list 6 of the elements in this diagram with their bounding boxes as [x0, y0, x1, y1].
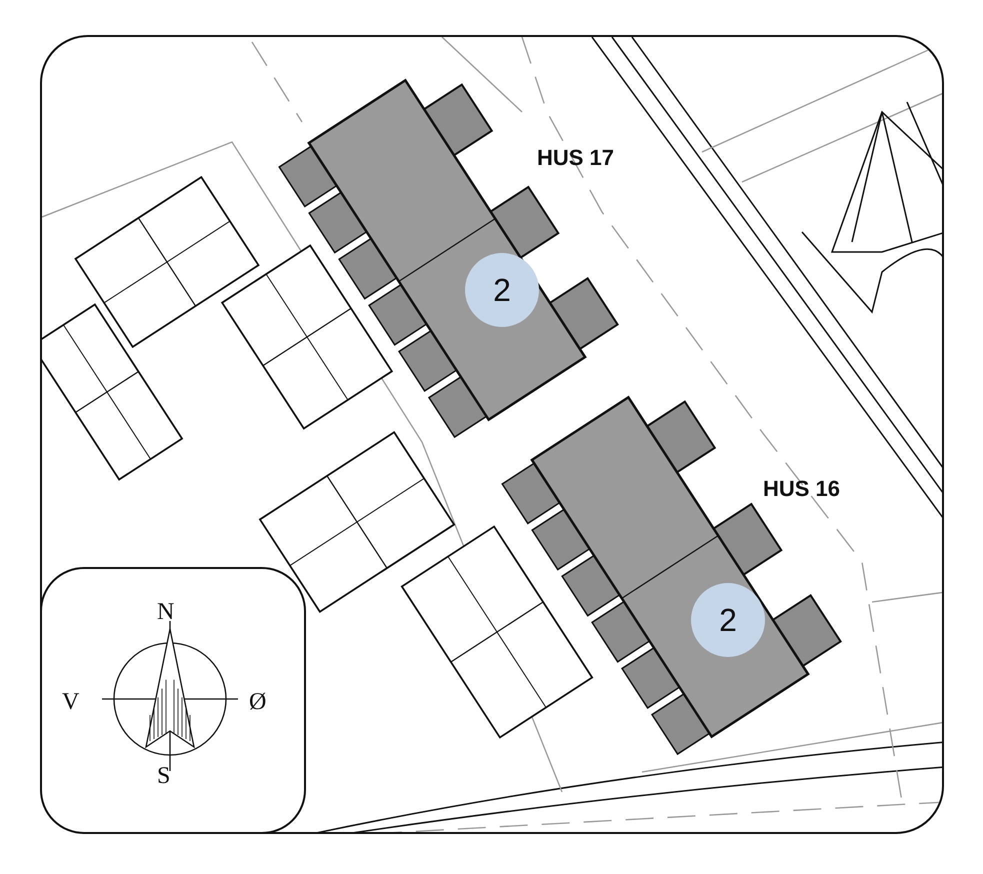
compass-letter: S — [157, 762, 170, 791]
compass-letter: V — [62, 688, 80, 717]
house-label: HUS 16 — [763, 475, 840, 503]
compass-letter: N — [157, 598, 174, 627]
compass-letter: Ø — [249, 688, 266, 717]
house-label: HUS 17 — [537, 144, 614, 172]
